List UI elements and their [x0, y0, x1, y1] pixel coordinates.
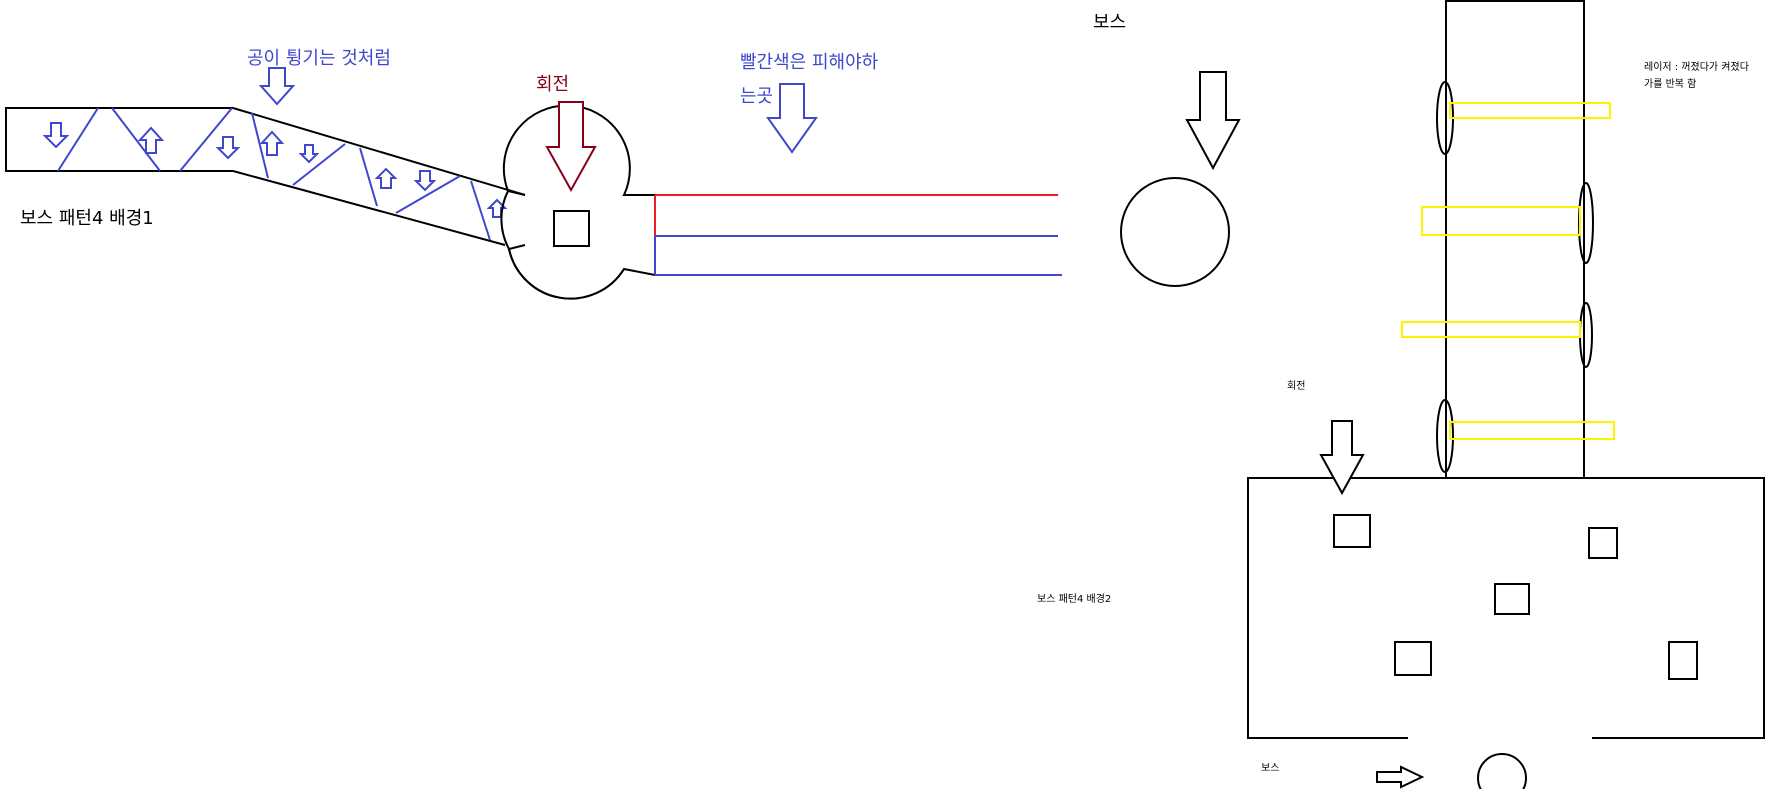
divider-1: [57, 107, 99, 172]
emitter-3: [1579, 302, 1593, 368]
rotate-arrow-icon: [545, 101, 597, 193]
rotate-label-top: 회전: [536, 74, 569, 95]
room-block: [1494, 583, 1530, 615]
track-arrows: [42, 122, 508, 218]
emitter-4: [1436, 399, 1454, 473]
laser-beam-2: [1421, 206, 1581, 236]
track-bottom-edge: [232, 170, 506, 246]
boss-label-top: 보스: [1093, 12, 1126, 33]
room-group: [1247, 420, 1765, 789]
laser-beam-3: [1401, 321, 1581, 338]
room-outline: [1247, 477, 1765, 739]
boss-label-bottom: 보스: [1261, 762, 1279, 774]
track-outline: [5, 107, 526, 246]
hub-circle-left: [500, 190, 510, 250]
divider-7: [395, 175, 461, 214]
down-arrow-icon: [298, 144, 320, 164]
laser-emitters: [1436, 81, 1594, 473]
pattern4-bg1-label: 보스 패턴4 배경1: [20, 208, 154, 229]
hub-circle-bottom: [508, 248, 625, 300]
danger-arrow-icon: [766, 83, 818, 154]
room-block: [1394, 641, 1432, 676]
boss-circle: [1120, 177, 1230, 287]
bounce-note: 공이 튕기는 것처럼: [247, 48, 391, 69]
down-arrow-icon: [42, 122, 70, 149]
right-arrow-icon: [1376, 765, 1425, 789]
down-arrow-icon: [215, 136, 241, 160]
rotate-arrow-icon-2: [1319, 420, 1365, 496]
laser-beam-4: [1449, 421, 1615, 440]
tower-group: [1401, 0, 1615, 477]
laser-beam-1: [1449, 102, 1611, 119]
divider-4: [251, 112, 269, 179]
lanes: [654, 194, 1062, 276]
divider-5: [292, 143, 346, 186]
rotate-label-bottom: 회전: [1287, 380, 1305, 392]
room-block: [1668, 641, 1698, 680]
down-arrow-icon: [413, 170, 437, 192]
laser-note-line2: 가를 반복 함: [1644, 78, 1696, 90]
track-left-cap: [5, 107, 233, 172]
track-dividers: [57, 107, 491, 241]
laser-beams: [1401, 102, 1615, 440]
up-arrow-icon: [374, 167, 398, 189]
room-block: [1588, 527, 1618, 559]
boss-arrow-icon: [1185, 71, 1241, 171]
bounce-arrow-icon: [258, 67, 296, 106]
boss-circle-small: [1477, 753, 1527, 789]
red-note-line2: 는곳: [740, 86, 773, 107]
pattern1-diagram: [5, 67, 1062, 300]
divider-6: [359, 147, 378, 207]
divider-3: [179, 107, 233, 172]
up-arrow-icon: [137, 126, 165, 154]
laser-note-line1: 레이저 : 꺼졌다가 켜졌다: [1644, 60, 1749, 73]
pattern4-bg2-label: 보스 패턴4 배경2: [1037, 592, 1111, 605]
up-arrow-icon: [259, 130, 285, 156]
track-top-edge: [232, 107, 526, 196]
room-block: [1333, 514, 1371, 548]
hub-square: [553, 210, 590, 247]
room-blocks: [1333, 514, 1698, 680]
red-note-line1: 빨간색은 피해야하: [740, 52, 879, 73]
emitter-2: [1578, 182, 1594, 264]
divider-2: [111, 107, 161, 172]
boss-top-group: [1120, 71, 1241, 287]
divider-8: [470, 180, 491, 241]
